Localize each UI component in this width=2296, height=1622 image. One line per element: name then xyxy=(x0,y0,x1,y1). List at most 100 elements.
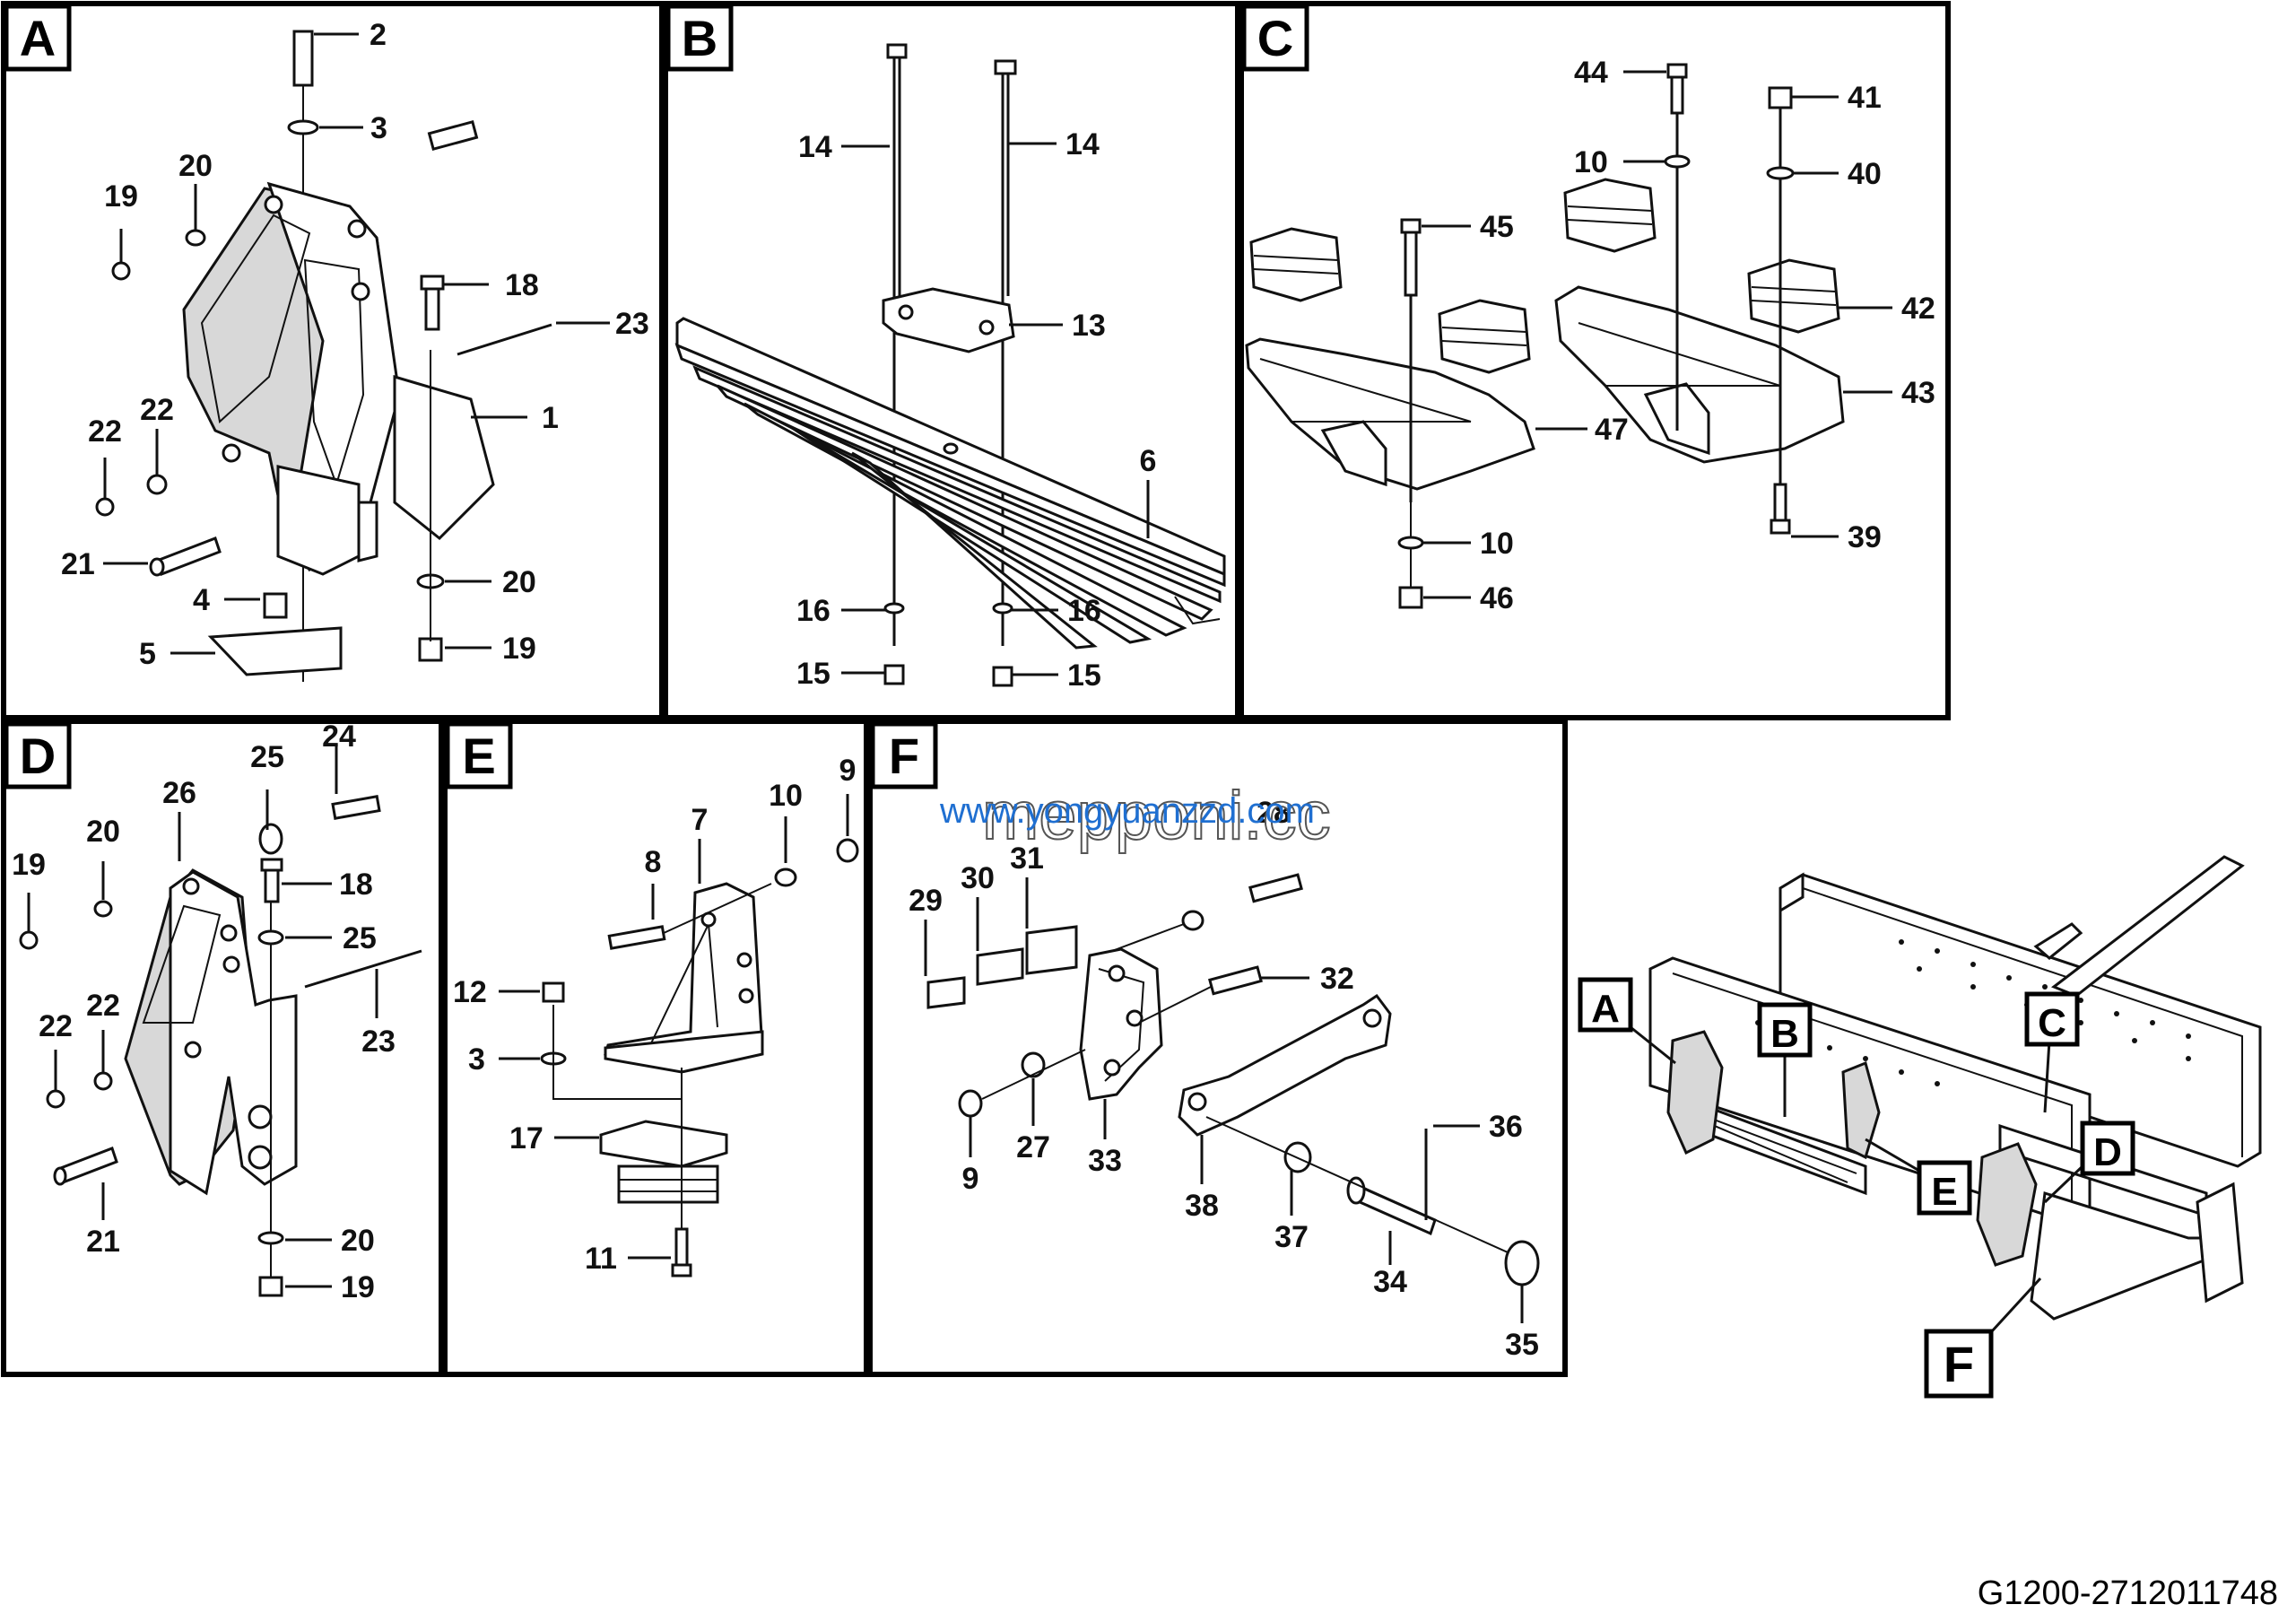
label-a-23: 23 xyxy=(615,307,649,341)
label-a-20-lower: 20 xyxy=(502,565,536,599)
label-a-2: 2 xyxy=(370,18,387,52)
label-f-34: 34 xyxy=(1373,1265,1407,1299)
label-f-29: 29 xyxy=(909,884,943,918)
label-e-12: 12 xyxy=(453,975,487,1009)
panel-a-letter: A xyxy=(4,4,72,72)
label-d-21: 21 xyxy=(86,1225,120,1259)
label-e-17: 17 xyxy=(509,1121,544,1155)
panel-d-letter: D xyxy=(4,721,72,789)
label-b-13: 13 xyxy=(1072,309,1106,343)
panel-f-drawing xyxy=(926,873,1540,1286)
label-b-15-right: 15 xyxy=(1067,658,1101,693)
panel-b-drawing xyxy=(674,43,1226,687)
label-e-10: 10 xyxy=(769,779,803,813)
panel-d-leaders xyxy=(27,745,378,1288)
label-f-37: 37 xyxy=(1274,1220,1309,1254)
label-c-10-bottom: 10 xyxy=(1480,527,1514,561)
label-b-16-left: 16 xyxy=(796,594,831,628)
label-e-7: 7 xyxy=(691,803,709,837)
overview-callout-c: C xyxy=(2038,1001,2066,1045)
label-a-22-left: 22 xyxy=(88,414,122,449)
panel-e-letter: E xyxy=(445,721,513,789)
label-c-43: 43 xyxy=(1901,376,1935,410)
label-a-18: 18 xyxy=(505,268,539,302)
label-e-3: 3 xyxy=(468,1042,485,1077)
panel-b-leaders xyxy=(841,142,1150,676)
panel-b-labels: 14 14 13 6 16 16 15 15 xyxy=(796,127,1156,693)
svg-text:F: F xyxy=(889,728,919,784)
label-f-38: 38 xyxy=(1185,1189,1219,1223)
label-c-42: 42 xyxy=(1901,292,1935,326)
panel-c-leaders xyxy=(1422,70,1892,599)
label-b-15-left: 15 xyxy=(796,657,831,691)
panel-d-labels: 25 24 26 19 20 18 25 23 22 22 21 20 19 xyxy=(12,719,396,1304)
panel-f-leaders xyxy=(924,877,1524,1323)
label-a-21: 21 xyxy=(61,547,95,581)
drawing-code: G1200-2712011748 xyxy=(1978,1574,2278,1612)
svg-text:C: C xyxy=(1257,10,1293,66)
label-d-22-left: 22 xyxy=(39,1009,73,1043)
label-d-26: 26 xyxy=(162,776,196,810)
panel-b-letter: B xyxy=(665,4,734,72)
label-a-4: 4 xyxy=(193,583,210,617)
svg-text:B: B xyxy=(682,10,718,66)
label-c-41: 41 xyxy=(1848,81,1882,115)
label-d-25-top: 25 xyxy=(250,740,284,774)
label-b-14-left: 14 xyxy=(798,130,832,164)
label-f-33: 33 xyxy=(1088,1144,1122,1178)
label-a-5: 5 xyxy=(139,637,156,671)
panel-e-labels: 7 10 9 8 12 3 17 11 xyxy=(453,754,856,1276)
overview-callouts: A B C D E F xyxy=(1578,977,2135,1399)
panel-d-drawing xyxy=(19,795,422,1297)
label-b-14-right: 14 xyxy=(1065,127,1100,161)
label-c-47: 47 xyxy=(1595,413,1629,447)
svg-text:A: A xyxy=(20,10,56,66)
panel-f-labels: 28 29 30 31 32 9 27 33 38 37 34 36 35 xyxy=(909,796,1539,1362)
label-d-24: 24 xyxy=(322,719,356,754)
panel-a-leaders xyxy=(103,32,610,655)
label-f-35: 35 xyxy=(1505,1328,1539,1362)
label-a-19-lower: 19 xyxy=(502,632,536,666)
label-a-1: 1 xyxy=(542,401,559,435)
overview-callout-f: F xyxy=(1944,1336,1974,1392)
label-d-18: 18 xyxy=(339,868,373,902)
label-c-10-top: 10 xyxy=(1574,145,1608,179)
label-f-36: 36 xyxy=(1489,1110,1523,1144)
label-f-9: 9 xyxy=(962,1162,979,1196)
overview-callout-b: B xyxy=(1770,1012,1799,1056)
label-d-23: 23 xyxy=(361,1025,396,1059)
label-d-22-right: 22 xyxy=(86,989,120,1023)
panel-e-drawing xyxy=(540,838,859,1278)
label-d-20-top: 20 xyxy=(86,815,120,849)
label-e-8: 8 xyxy=(645,845,662,879)
label-f-28: 28 xyxy=(1257,796,1291,830)
label-e-9: 9 xyxy=(839,754,857,788)
label-a-3: 3 xyxy=(370,111,387,145)
overview-callout-d: D xyxy=(2093,1130,2122,1174)
label-c-39: 39 xyxy=(1848,520,1882,554)
panel-a-labels: 2 3 20 19 18 23 1 22 22 21 4 20 5 19 xyxy=(61,18,649,671)
label-d-20-bottom: 20 xyxy=(341,1224,375,1258)
panel-f-letter: F xyxy=(870,721,938,789)
label-a-20: 20 xyxy=(178,149,213,183)
label-f-31: 31 xyxy=(1010,842,1044,876)
label-b-6: 6 xyxy=(1140,444,1157,478)
panel-e-leaders xyxy=(499,794,849,1260)
svg-text:E: E xyxy=(462,728,495,784)
label-f-32: 32 xyxy=(1320,962,1354,996)
svg-text:www.yongyuanzzd.com: www.yongyuanzzd.com xyxy=(939,791,1315,831)
label-c-45: 45 xyxy=(1480,210,1514,244)
label-a-19: 19 xyxy=(104,179,138,214)
panel-c-drawing xyxy=(1245,63,1845,609)
label-c-46: 46 xyxy=(1480,581,1514,615)
panel-c-letter: C xyxy=(1241,4,1309,72)
svg-text:mepponi.cc: mepponi.cc xyxy=(982,778,1331,854)
label-d-25-mid: 25 xyxy=(343,921,377,955)
panel-c-labels: 44 41 10 40 45 42 43 47 10 39 46 xyxy=(1480,56,1935,615)
watermark: mepponi.cc www.yongyuanzzd.com xyxy=(939,777,1332,855)
overview-chassis xyxy=(1648,855,2262,1321)
overview-callout-a: A xyxy=(1591,987,1620,1031)
label-f-30: 30 xyxy=(961,861,995,895)
label-e-11: 11 xyxy=(585,1242,617,1276)
label-c-40: 40 xyxy=(1848,157,1882,191)
